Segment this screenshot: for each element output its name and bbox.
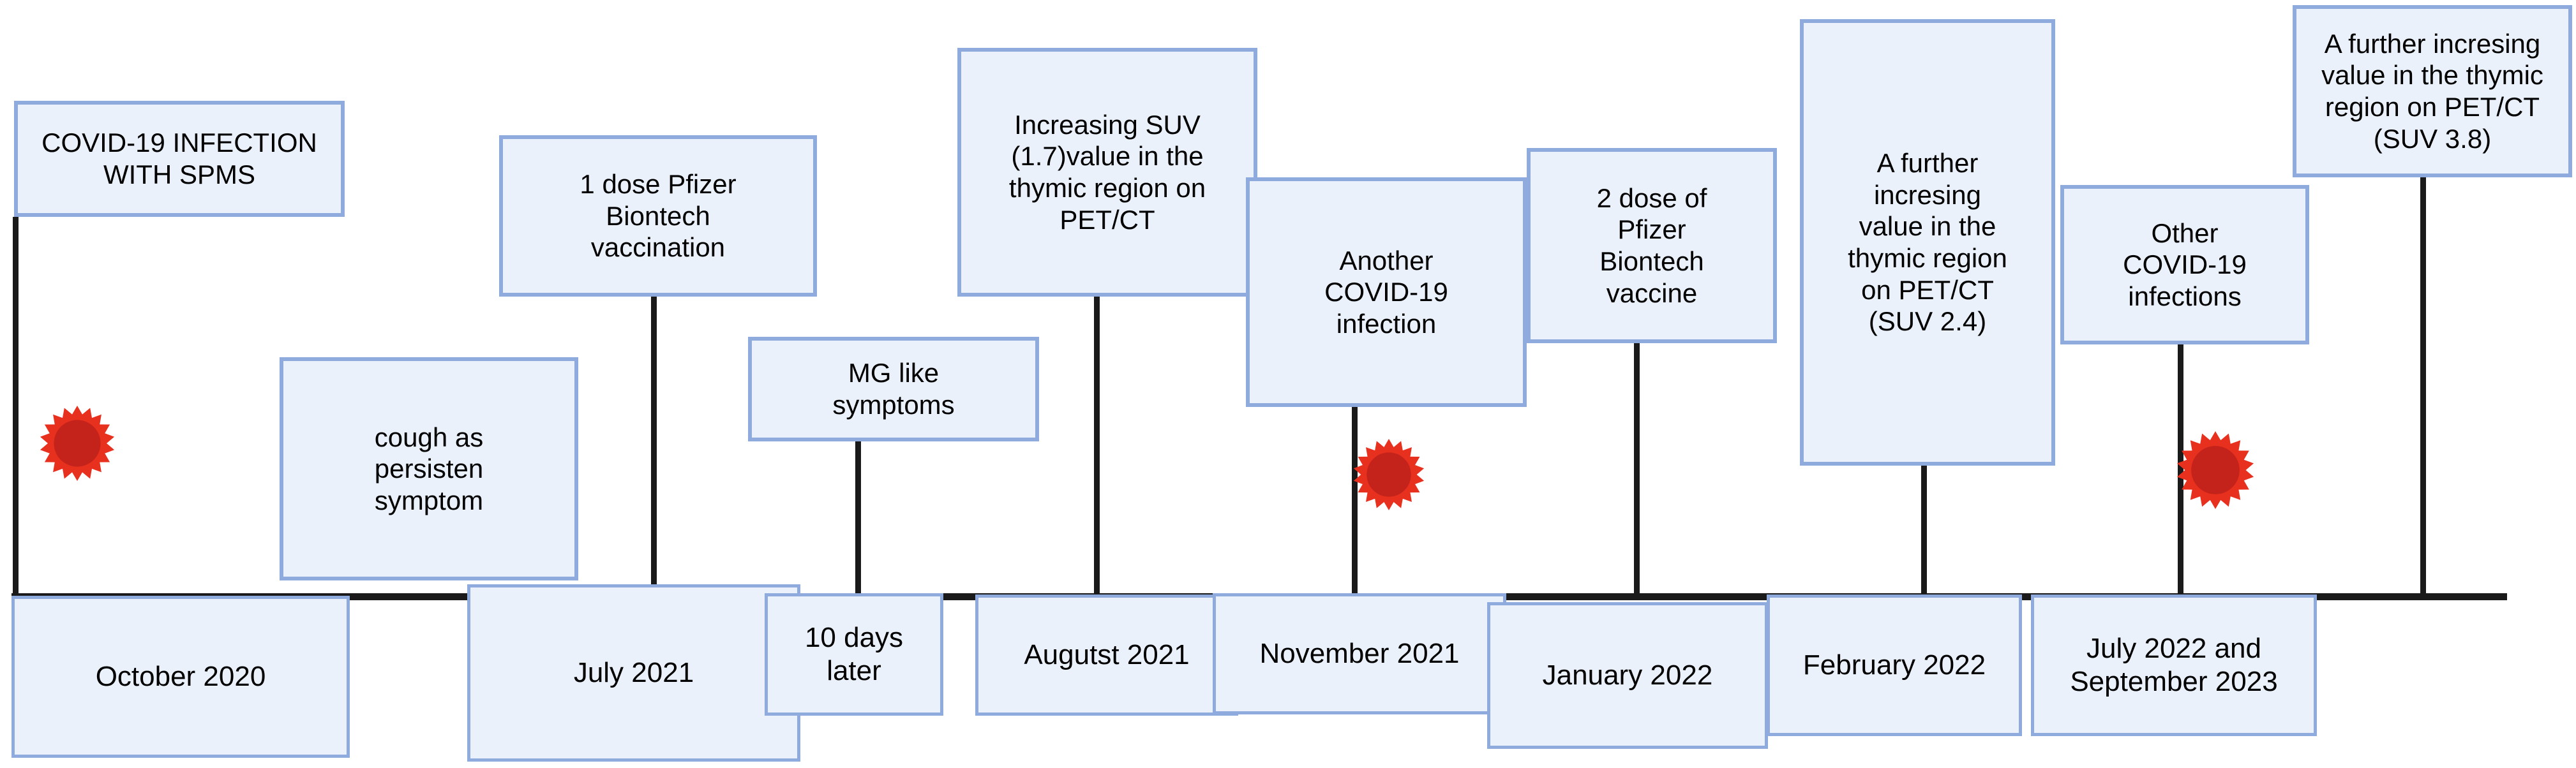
date-card-october-2020[interactable]: October 2020 (11, 596, 350, 758)
event-card-increasing-suv-17[interactable]: Increasing SUV (1.7)value in the thymic … (957, 48, 1257, 297)
tick-august-2021 (1094, 295, 1100, 594)
date-card-july-2021[interactable]: July 2021 (467, 584, 800, 762)
date-card-10-days-later[interactable]: 10 days later (765, 593, 943, 716)
tick-november-2021 (1352, 404, 1358, 594)
date-card-november-2021[interactable]: November 2021 (1213, 593, 1506, 714)
tick-october-2020 (13, 217, 19, 594)
event-card-another-covid-infection[interactable]: Another COVID-19 infection (1246, 177, 1527, 407)
event-card-other-covid-infections[interactable]: Other COVID-19 infections (2060, 185, 2309, 344)
tick-10-days-later (855, 440, 861, 594)
event-card-pfizer-dose-2[interactable]: 2 dose of Pfizer Biontech vaccine (1527, 148, 1777, 343)
event-card-pfizer-dose-1[interactable]: 1 dose Pfizer Biontech vaccination (499, 135, 817, 297)
date-card-february-2022[interactable]: February 2022 (1767, 594, 2022, 736)
event-card-covid-infection-spms[interactable]: COVID-19 INFECTION WITH SPMS (14, 101, 345, 217)
date-card-january-2022[interactable]: January 2022 (1487, 602, 1768, 749)
virus-icon-october-2020 (40, 406, 115, 481)
event-card-further-increasing-suv-38[interactable]: A further incresing value in the thymic … (2293, 5, 2572, 177)
date-card-july-2022-september-2023[interactable]: July 2022 and September 2023 (2031, 594, 2317, 736)
event-card-mg-like-symptoms[interactable]: MG like symptoms (748, 337, 1039, 441)
tick-july-2022 (2178, 343, 2183, 594)
virus-icon-november-2021 (1353, 439, 1425, 510)
virus-icon-july-2022 (2176, 431, 2254, 509)
event-card-further-increasing-suv-24[interactable]: A further incresing value in the thymic … (1800, 19, 2055, 466)
tick-september-2023 (2420, 176, 2426, 594)
date-card-august-2021[interactable]: Augutst 2021 (975, 594, 1238, 716)
tick-january-2022 (1634, 342, 1640, 594)
tick-july-2021 (651, 293, 657, 594)
event-card-cough-persistent-symptom[interactable]: cough as persisten symptom (280, 357, 578, 580)
tick-february-2022 (1921, 463, 1927, 594)
